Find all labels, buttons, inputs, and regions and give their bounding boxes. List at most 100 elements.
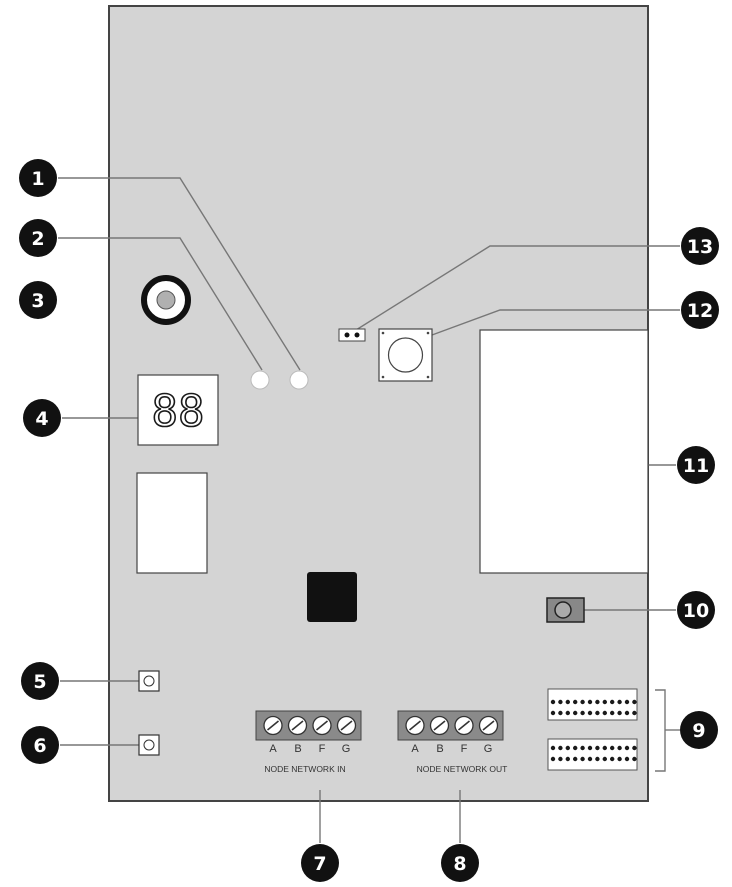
- callout-12-number: 12: [687, 300, 713, 322]
- header-pin: [602, 756, 607, 762]
- small-button-5-cap: [143, 675, 155, 687]
- jumper-header: [338, 328, 366, 342]
- header-pin: [587, 745, 593, 751]
- callout-3-number: 3: [31, 290, 44, 312]
- header-pin: [587, 710, 593, 716]
- callout-8-number: 8: [453, 853, 466, 875]
- callout-4-number: 4: [35, 408, 48, 430]
- push-button-cap: [387, 337, 424, 373]
- header-pin: [624, 756, 630, 762]
- header-pin: [558, 756, 563, 762]
- push-button-corner-dot: [381, 331, 385, 335]
- header-pin: [610, 745, 615, 751]
- leader-lines: [58, 177, 680, 843]
- header-pin: [550, 699, 556, 705]
- header-pin: [624, 745, 630, 751]
- header-pin: [602, 745, 607, 751]
- push-button-corner-dot: [381, 375, 385, 379]
- terminal-screw-slot: [291, 720, 304, 731]
- callout-6: 6: [21, 726, 59, 764]
- led-1: [289, 370, 309, 390]
- header-pin: [617, 710, 622, 716]
- callout-9-circle: [680, 711, 718, 749]
- callout-9-number: 9: [692, 720, 705, 742]
- ring-connector-center: [156, 290, 176, 310]
- terminal-screw-slot: [266, 720, 280, 731]
- led-2: [250, 370, 270, 390]
- header-pin: [610, 710, 615, 716]
- header-pin: [558, 710, 563, 716]
- callout-3: 3: [19, 281, 57, 319]
- node-network-in-label: NODE NETWORK IN: [264, 764, 345, 774]
- jumper-pin: [344, 332, 350, 338]
- terminal-block-in: A B F G NODE NETWORK IN: [255, 710, 362, 774]
- callout-1: 1: [19, 159, 57, 197]
- header-pin: [558, 745, 563, 751]
- pin-header-pins: [550, 699, 637, 762]
- header-pin: [632, 699, 637, 705]
- terminal-screw-slot: [315, 720, 329, 731]
- callout-3-circle: [19, 281, 57, 319]
- header-pin: [587, 699, 593, 705]
- callout-5-circle: [21, 662, 59, 700]
- header-pin: [580, 745, 585, 751]
- callout-10: 10: [677, 591, 715, 629]
- callout-2-number: 2: [31, 228, 44, 250]
- leader-line-9: [655, 689, 666, 772]
- push-button-corner-dot: [426, 331, 430, 335]
- header-pin: [550, 756, 556, 762]
- header-pin: [595, 710, 600, 716]
- callout-1-number: 1: [31, 168, 44, 190]
- terminal-in-letter-b: B: [294, 743, 301, 755]
- header-pin: [610, 756, 615, 762]
- callout-4-circle: [23, 399, 61, 437]
- terminal-in-letter-a: A: [269, 743, 277, 755]
- callout-13-circle: [681, 227, 719, 265]
- jumper-pin: [354, 332, 360, 338]
- callout-5: 5: [21, 662, 59, 700]
- callout-7: 7: [301, 844, 339, 882]
- callout-12-circle: [681, 291, 719, 329]
- terminal-out-letter-f: F: [461, 743, 468, 755]
- callout-11: 11: [677, 446, 715, 484]
- leader-line-13: [355, 245, 680, 331]
- header-pin: [632, 756, 637, 762]
- header-pin: [573, 710, 578, 716]
- header-pin: [565, 756, 570, 762]
- blank-component: [136, 472, 208, 574]
- callout-12: 12: [681, 291, 719, 329]
- terminal-screw-slot: [340, 720, 353, 731]
- leader-line-2: [58, 237, 263, 371]
- callout-10-number: 10: [683, 600, 709, 622]
- callout-2: 2: [19, 219, 57, 257]
- terminal-out-letter-g: G: [484, 743, 493, 755]
- header-pin: [580, 756, 585, 762]
- callout-13: 13: [681, 227, 719, 265]
- header-pin: [624, 699, 630, 705]
- callout-8-circle: [441, 844, 479, 882]
- terminal-screw-slot: [457, 720, 471, 731]
- header-pin: [580, 710, 585, 716]
- terminal-block-in-screws: [263, 715, 357, 736]
- callout-5-number: 5: [33, 671, 46, 693]
- header-pin: [565, 699, 570, 705]
- callout-8: 8: [441, 844, 479, 882]
- callout-10-circle: [677, 591, 715, 629]
- header-pin: [632, 710, 637, 716]
- callout-11-circle: [677, 446, 715, 484]
- header-pin: [587, 756, 593, 762]
- header-pin: [573, 756, 578, 762]
- node-network-out-label: NODE NETWORK OUT: [417, 764, 508, 774]
- header-pin: [573, 745, 578, 751]
- header-pin: [550, 710, 556, 716]
- header-pin: [565, 745, 570, 751]
- header-pin: [624, 710, 630, 716]
- terminal-in-letter-f: F: [319, 743, 326, 755]
- callout-6-circle: [21, 726, 59, 764]
- header-pin: [595, 699, 600, 705]
- push-button-corner-dot: [426, 375, 430, 379]
- callout-4: 4: [23, 399, 61, 437]
- callout-11-number: 11: [683, 455, 709, 477]
- terminal-screw-slot: [408, 720, 422, 731]
